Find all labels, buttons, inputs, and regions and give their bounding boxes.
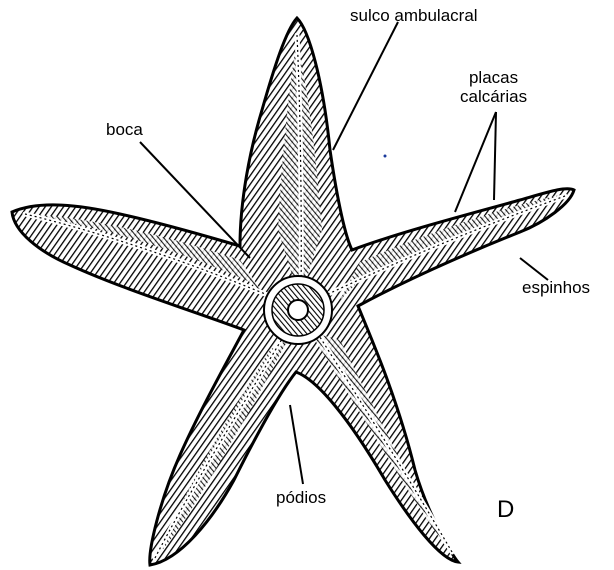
label-podios: pódios — [276, 488, 326, 507]
label-placas-calcarias: placas calcárias — [460, 68, 527, 106]
label-boca: boca — [106, 120, 143, 139]
label-espinhos: espinhos — [522, 278, 590, 297]
figure-letter: D — [497, 497, 514, 523]
central-disc — [264, 276, 332, 344]
label-placas-line1: placas — [460, 68, 527, 87]
label-sulco-ambulacral: sulco ambulacral — [350, 6, 478, 25]
label-placas-line2: calcárias — [460, 87, 527, 106]
ink-speck — [384, 155, 387, 158]
